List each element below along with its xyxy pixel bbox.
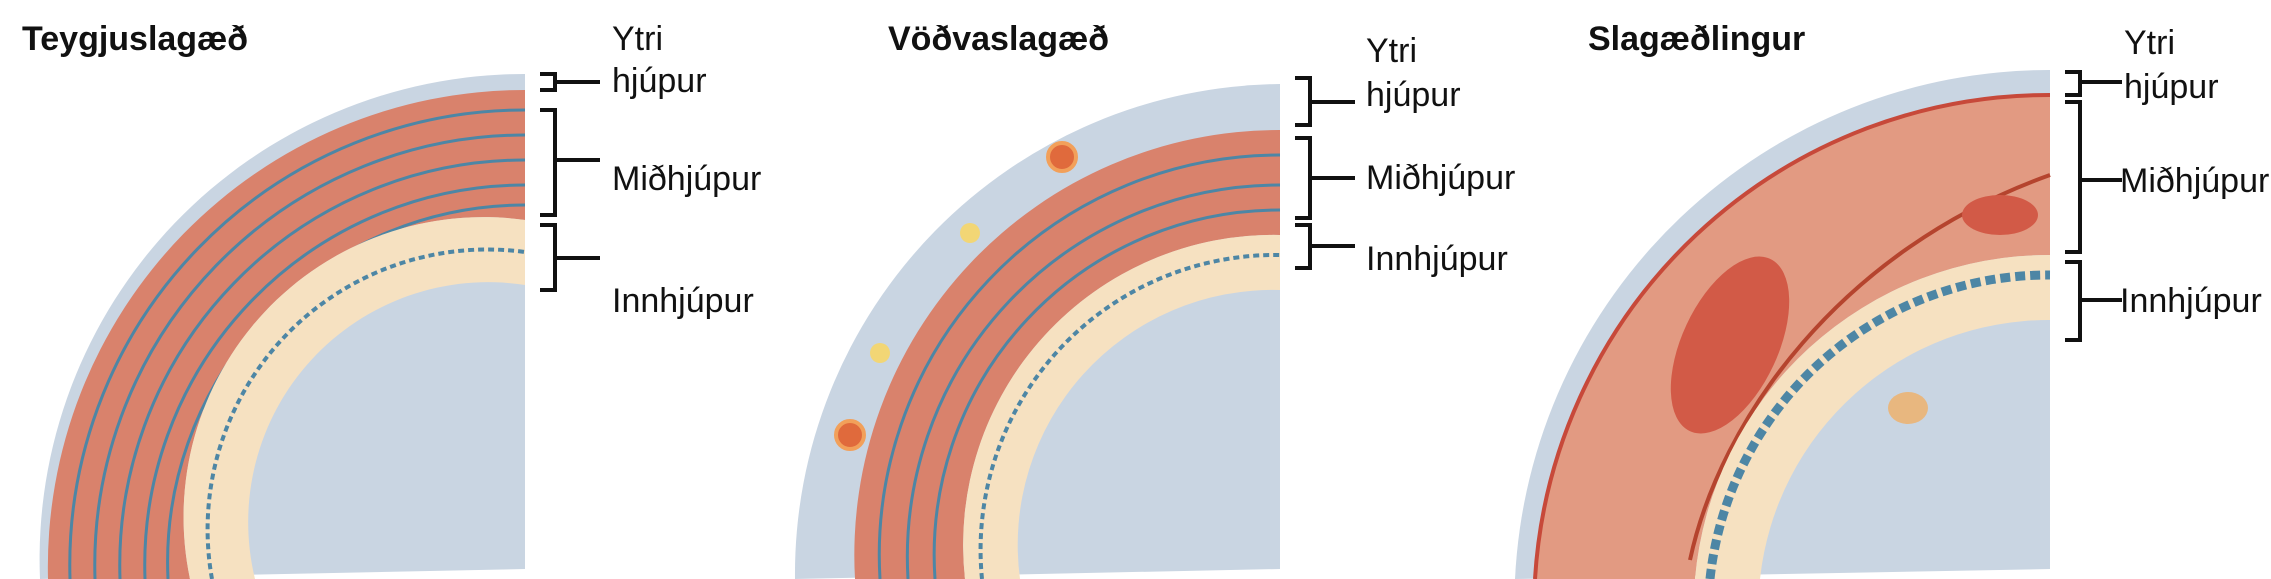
elastic-artery-elastic-lamina (205, 247, 526, 579)
arteriole-brackets (2065, 70, 2122, 342)
panel-2-title: Vöðvaslagæð (888, 20, 1110, 58)
elastic-artery-illustration (39, 72, 600, 579)
muscular-artery-intima (963, 234, 1280, 579)
panel-2-label-inner: Innhjúpur (1366, 240, 1508, 278)
elastic-artery-intima (183, 217, 525, 579)
muscular-artery-cell-2 (960, 223, 980, 243)
panel-2-label-outer-line2: hjúpur (1366, 76, 1461, 114)
panel-1-label-outer-line1: Ytri (612, 20, 663, 58)
panel-3-title: Slagæðlingur (1588, 20, 1806, 58)
panel-1-label-middle: Miðhjúpur (612, 160, 762, 198)
arteriole-muscle-boundary-2 (1533, 92, 2051, 579)
muscular-artery-cell-4 (834, 419, 866, 451)
panel-1-label-outer-line2: hjúpur (612, 62, 707, 100)
panel-1-label-inner: Innhjúpur (612, 282, 754, 320)
panel-1-title: Teygjuslagæð (22, 20, 249, 58)
arteriole-illustration (1515, 69, 2122, 579)
panel-2-label-outer-line1: Ytri (1366, 32, 1417, 70)
arteriole-endothelial-cell (1888, 392, 1928, 424)
panel-2-label-middle: Miðhjúpur (1366, 159, 1516, 197)
panel-3-label-outer-line2: hjúpur (2124, 68, 2219, 106)
elastic-artery-media (47, 89, 526, 579)
muscular-artery-cell-1 (1046, 141, 1078, 173)
elastic-artery-fibers (68, 108, 526, 579)
arteriole-nucleus-2 (1962, 195, 2038, 235)
muscular-artery-brackets (1295, 76, 1355, 270)
arteriole-elastic-lamina (1705, 270, 2051, 579)
muscular-artery-media (854, 129, 1280, 579)
muscular-artery-cell-3 (870, 343, 890, 363)
arteriole-media (1535, 94, 2050, 579)
panel-3-label-middle: Miðhjúpur (2120, 162, 2270, 200)
elastic-artery-brackets (540, 72, 600, 292)
muscular-artery-fibers (877, 153, 1281, 579)
panel-3-label-inner: Innhjúpur (2120, 282, 2262, 320)
panel-3-label-outer-line1: Ytri (2124, 24, 2175, 62)
arteriole-nucleus-1 (1670, 256, 1790, 434)
muscular-artery-illustration (794, 76, 1355, 579)
muscular-artery-elastic-lamina (978, 252, 1281, 579)
